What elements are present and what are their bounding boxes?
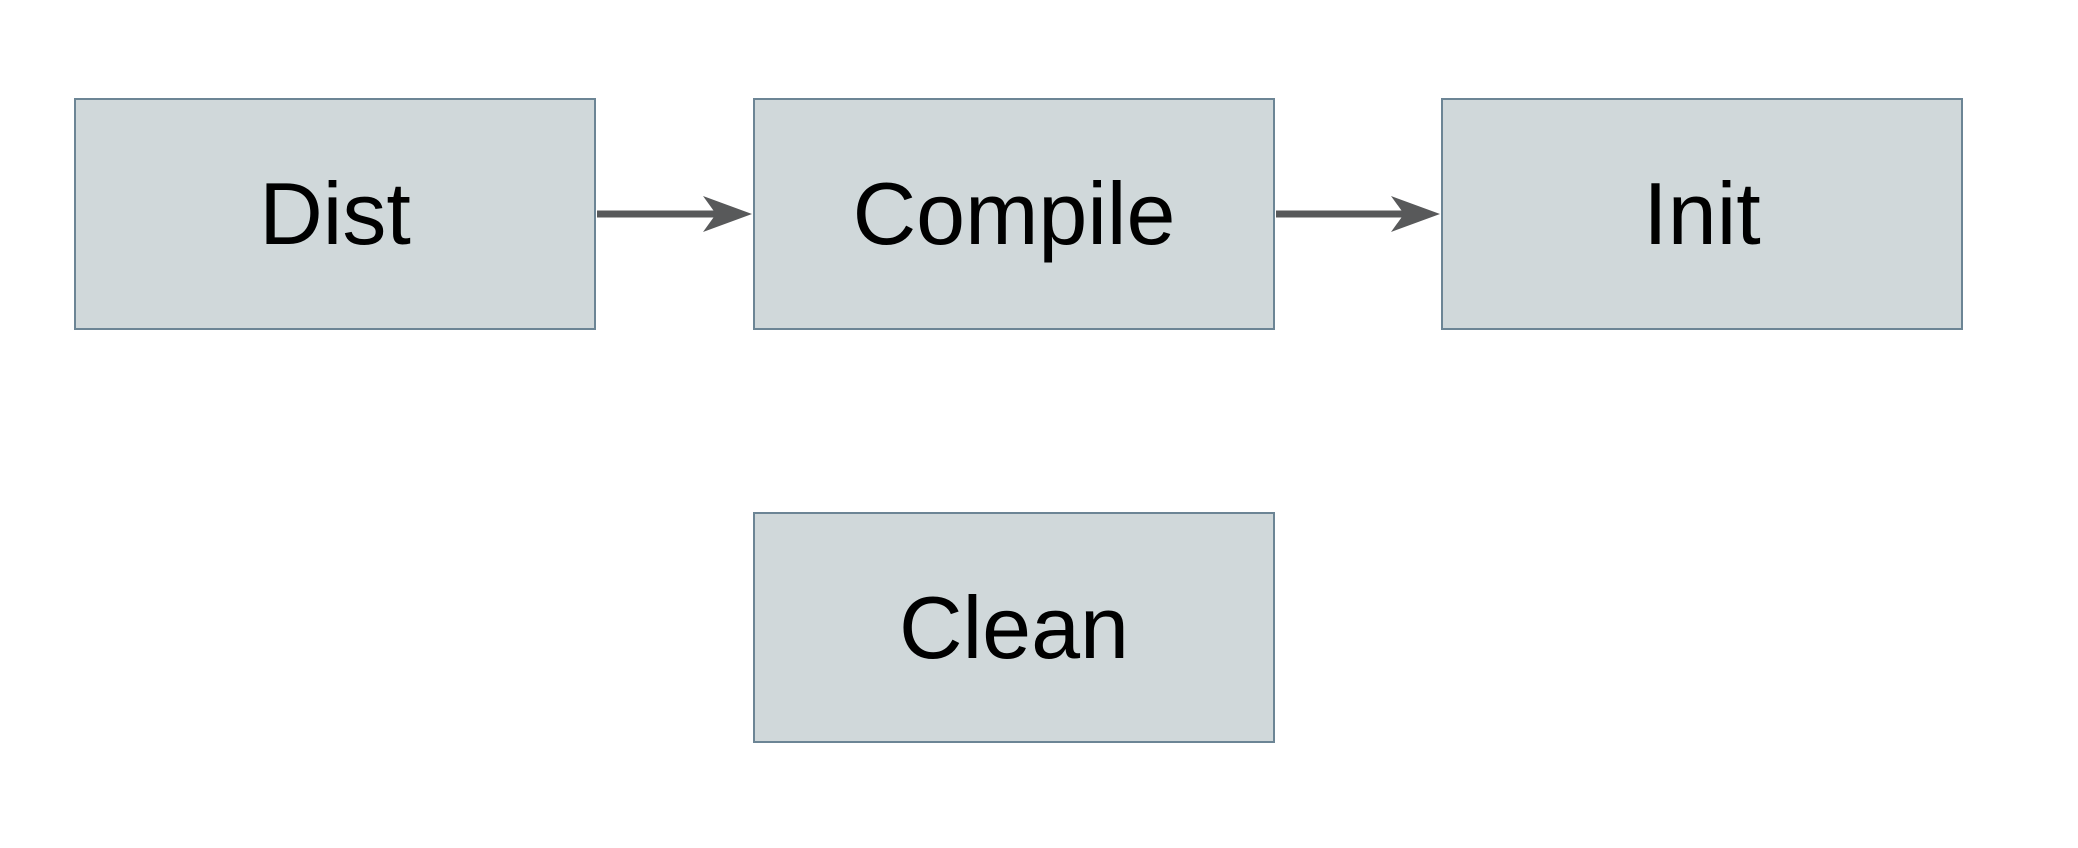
arrow-dist-to-compile-icon (597, 196, 752, 232)
node-init-label: Init (1643, 164, 1761, 263)
node-clean: Clean (753, 512, 1275, 743)
node-compile-label: Compile (852, 164, 1176, 263)
node-init: Init (1441, 98, 1963, 330)
node-clean-label: Clean (899, 577, 1129, 677)
node-compile: Compile (753, 98, 1275, 330)
arrow-compile-to-init-icon (1276, 196, 1440, 232)
node-dist: Dist (74, 98, 596, 330)
node-dist-label: Dist (259, 164, 411, 263)
